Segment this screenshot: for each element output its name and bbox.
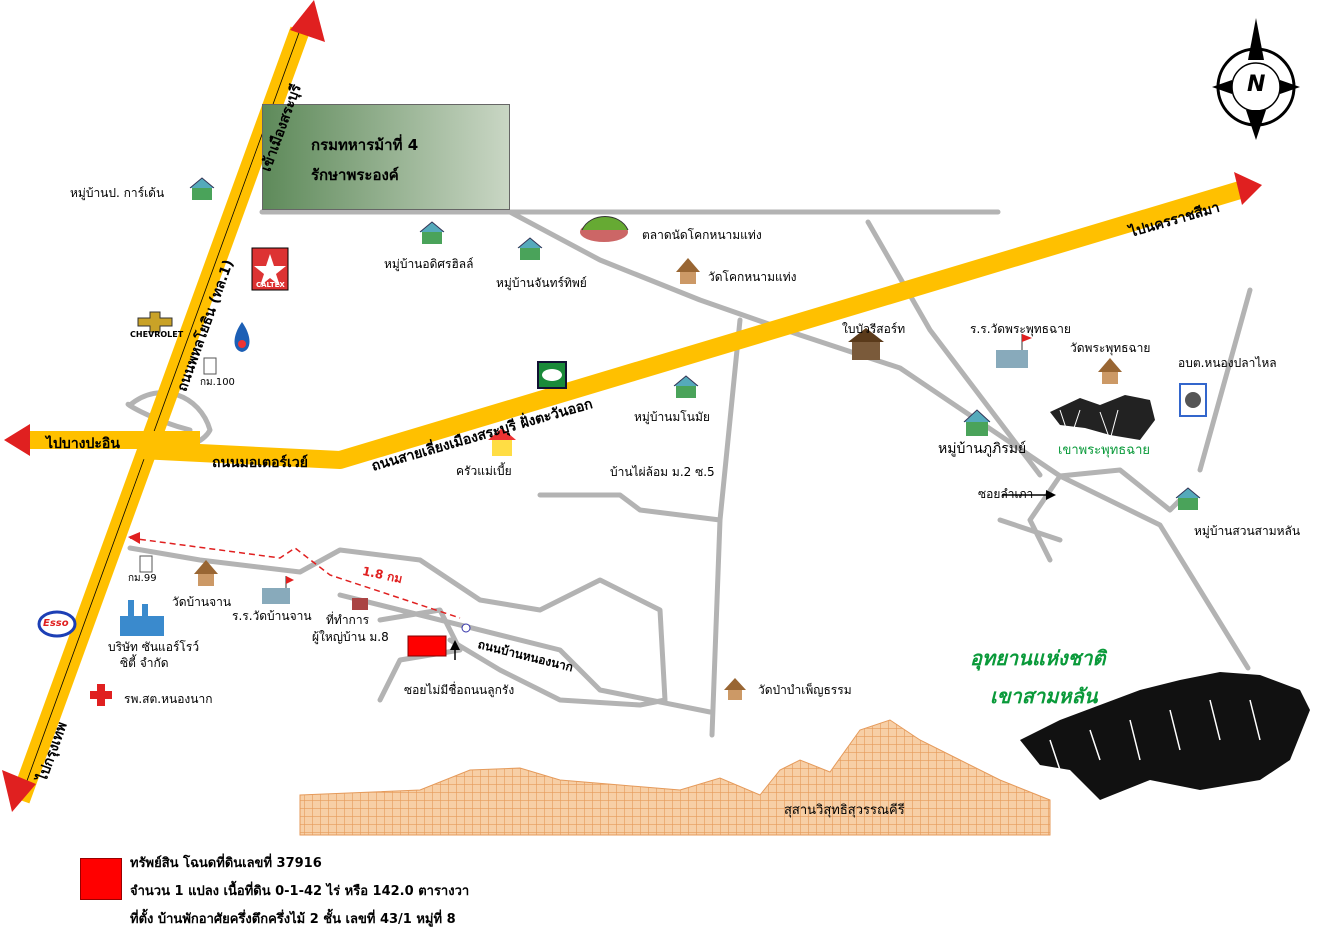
caltex-logo-icon — [251, 247, 289, 291]
cemetery-hill — [299, 719, 1051, 836]
bypass-road — [139, 172, 1262, 469]
military-subname: รักษาพระองค์ — [311, 166, 399, 184]
place-label: บ้านไผ่ล้อม ม.2 ซ.5 — [610, 465, 715, 479]
place-label: วัดพระพุทธฉาย — [1070, 341, 1151, 355]
km-post-icon — [203, 357, 217, 375]
place-label: ซิตี้ จำกัด — [120, 656, 169, 670]
place-label: ซอยลำเภา — [978, 487, 1034, 501]
property-marker — [407, 635, 447, 657]
place-label: บริษัท ซันแอร์โรว์ — [108, 640, 200, 654]
road-label-bangpain: ไปบางปะอิน — [46, 436, 120, 452]
place-label: หมู่บ้านป. การ์เด้น — [70, 186, 165, 200]
place-label: หมู่บ้านมโนมัย — [634, 410, 710, 424]
esso-text: Esso — [43, 618, 69, 629]
village-icon — [963, 409, 991, 436]
place-label: เขาพระพุทธฉาย — [1058, 443, 1151, 458]
compass-letter: N — [1247, 72, 1266, 97]
chevrolet-logo-icon — [137, 311, 173, 333]
military-area: กรมทหารม้าที่ 4 รักษาพระองค์ — [262, 104, 510, 210]
place-label: ร.ร.วัดบ้านจาน — [232, 609, 312, 623]
temple-icon — [1098, 358, 1122, 384]
bank-logo-icon — [537, 361, 567, 389]
place-label: หมู่บ้านสวนสามหลัน — [1194, 524, 1301, 538]
esso-logo-icon — [37, 610, 77, 638]
place-label: หมู่บ้านภูภิรมย์ — [938, 441, 1027, 457]
school-icon — [996, 334, 1032, 368]
road-label-motorway: ถนนมอเตอร์เวย์ — [212, 455, 308, 471]
caltex-text: CALTEX — [256, 281, 285, 289]
kitchen-house-icon — [488, 428, 516, 456]
place-label: สุสานวิสุทธิสุวรรณคีรี — [784, 803, 905, 818]
temple-icon — [724, 678, 746, 700]
village-icon — [517, 237, 543, 260]
km-post-icon — [139, 555, 153, 573]
place-label: ตลาดนัดโคกหนามแท่ง — [642, 228, 762, 242]
park-name-line1: อุทยานแห่งชาติ — [970, 646, 1106, 670]
highway-phahonyothin — [2, 0, 325, 812]
legend-line-2: จำนวน 1 แปลง เนื้อที่ดิน 0-1-42 ไร่ หรือ… — [130, 884, 470, 899]
park-name-line2: เขาสามหลัน — [990, 684, 1098, 708]
village-icon — [419, 221, 445, 244]
village-icon — [1175, 487, 1201, 510]
ptt-logo-icon — [234, 322, 250, 352]
legend-line-1: ทรัพย์สิน โฉนดที่ดินเลขที่ 37916 — [130, 856, 322, 871]
motorway-west — [4, 424, 200, 456]
office-icon — [352, 598, 368, 610]
place-label: ผู้ใหญ่บ้าน ม.8 — [312, 630, 389, 644]
place-label: ใบบัวรีสอร์ท — [842, 322, 906, 336]
compass-icon — [1212, 18, 1300, 140]
circle-marker — [461, 623, 471, 633]
government-emblem-icon — [1179, 383, 1207, 417]
place-label: ครัวแม่เบี้ย — [456, 464, 512, 478]
place-label: อบต.หนองปลาไหล — [1178, 356, 1277, 370]
village-icon — [673, 375, 699, 398]
lampao-arrow-head — [1046, 490, 1056, 500]
route-arrow — [128, 532, 140, 544]
temple-icon — [676, 258, 700, 284]
place-label: วัดบ้านจาน — [172, 595, 232, 609]
market-basket-icon — [580, 216, 629, 242]
mountain-samlan — [1020, 672, 1310, 800]
place-label: ซอยไม่มีชื่อถนนลูกรัง — [404, 683, 515, 697]
place-label: กม.100 — [200, 377, 235, 388]
legend-line-3: ที่ตั้ง บ้านพักอาศัยครึ่งตึกครึ่งไม้ 2 ช… — [130, 912, 456, 927]
place-label: รพ.สต.หนองนาก — [124, 692, 213, 706]
resort-hut-icon — [848, 328, 884, 360]
place-label: ร.ร.วัดพระพุทธฉาย — [970, 322, 1071, 336]
place-label: ที่ทำการ — [326, 613, 370, 627]
place-label: กม.99 — [128, 573, 157, 584]
place-label: หมู่บ้านจันทร์ทิพย์ — [496, 276, 587, 290]
military-name: กรมทหารม้าที่ 4 — [311, 136, 419, 154]
chevrolet-text: CHEVROLET — [130, 330, 184, 339]
legend-property-swatch — [80, 858, 122, 900]
temple-icon — [194, 560, 218, 586]
place-label: วัดป่าบำเพ็ญธรรม — [758, 683, 852, 697]
factory-icon — [120, 600, 164, 636]
village-icon — [189, 177, 215, 200]
mountain-phutthachai — [1050, 395, 1155, 442]
school-icon — [262, 576, 294, 604]
hospital-cross-icon — [90, 684, 112, 706]
pointer-arrow-head — [450, 640, 460, 650]
place-label: หมู่บ้านอดิศรฮิลล์ — [384, 257, 474, 271]
place-label: วัดโคกหนามแท่ง — [708, 270, 797, 284]
route-dashed — [129, 537, 461, 619]
